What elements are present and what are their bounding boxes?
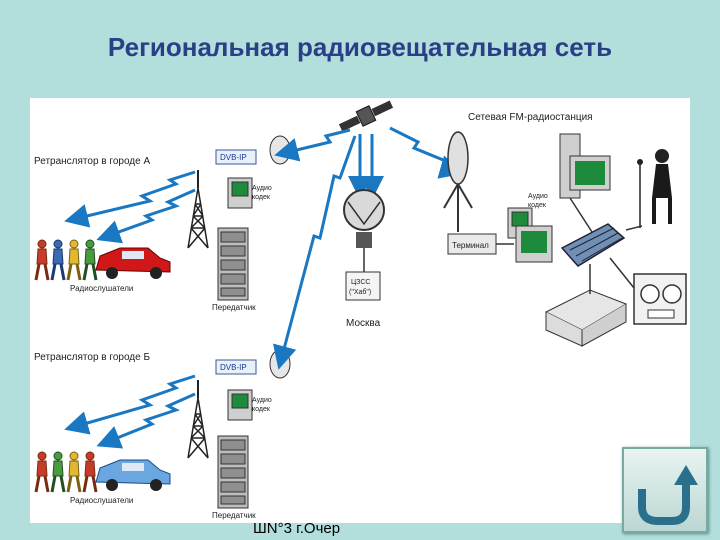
dvb-label-a: DVB-IP xyxy=(220,153,247,162)
dvb-box-a xyxy=(215,149,257,165)
mixing-console-icon xyxy=(560,223,626,267)
audio-codec-b-label2: кодек xyxy=(252,406,271,413)
fm-codec-screen xyxy=(521,231,547,253)
listeners-label-b: Радиослушатели xyxy=(70,496,133,505)
network-diagram: Ретранслятор в городе А Радиослушатели П… xyxy=(34,100,687,520)
slide-title: Региональная радиовещательная сеть xyxy=(107,32,613,62)
footer-text: ШN°3 г.Очер xyxy=(253,520,341,537)
transmitter-a-rack xyxy=(217,227,249,301)
server-pc-icon xyxy=(559,133,611,199)
fm-dish-icon xyxy=(443,131,473,232)
listeners-group-a xyxy=(34,238,98,282)
relay-a-label: Ретранслятор в городе А xyxy=(34,156,150,167)
broadcast-arrows-b xyxy=(64,374,196,449)
fm-codec-label: Аудио xyxy=(528,193,548,200)
listener-icon xyxy=(82,450,98,494)
fm-codec-label2: кодек xyxy=(528,202,547,209)
dvb-box-b xyxy=(215,359,257,375)
listeners-label-a: Радиослушатели xyxy=(70,284,133,293)
satellite-links xyxy=(273,126,464,370)
studio-links xyxy=(569,197,643,294)
dish-a-icon xyxy=(269,135,291,165)
return-button[interactable] xyxy=(622,447,708,533)
listeners-group-b xyxy=(34,450,98,494)
audio-codec-b-pc xyxy=(227,389,253,421)
moscow-label: Москва xyxy=(346,318,381,329)
dvb-label-b: DVB-IP xyxy=(220,363,247,372)
transmitter-b-label: Передатчик xyxy=(212,511,256,520)
listener-icon xyxy=(34,238,50,282)
satellite-icon xyxy=(338,100,394,132)
microphone-speaker-icon xyxy=(637,149,672,228)
audio-codec-a-pc xyxy=(227,177,253,209)
listener-icon xyxy=(82,238,98,282)
terminal-label: Терминал xyxy=(452,241,489,250)
listener-icon xyxy=(50,450,66,494)
hub-label-2: ("Хаб") xyxy=(349,288,371,296)
fm-station-label: Сетевая FM-радиостанция xyxy=(468,112,593,123)
audio-codec-a-label2: кодек xyxy=(252,194,271,201)
cd-player-icon xyxy=(544,289,628,347)
return-arrow-icon xyxy=(638,465,698,525)
audio-codec-a-label: Аудио xyxy=(252,185,272,192)
relay-b-label: Ретранслятор в городе Б xyxy=(34,352,150,363)
hub-label-1: ЦЗСС xyxy=(351,279,370,286)
broadcast-arrows-a xyxy=(64,170,196,244)
hub-box xyxy=(345,271,381,301)
hub-dish-icon xyxy=(343,189,385,248)
diagram-panel: Ретранслятор в городе А Радиослушатели П… xyxy=(30,98,690,523)
tape-recorder-icon xyxy=(633,273,687,325)
car-b-icon xyxy=(95,459,171,491)
audio-codec-b-label: Аудио xyxy=(252,397,272,404)
car-a-icon xyxy=(95,247,171,279)
tower-a-icon xyxy=(187,169,209,249)
listener-icon xyxy=(66,450,82,494)
transmitter-a-label: Передатчик xyxy=(212,303,256,312)
listener-icon xyxy=(66,238,82,282)
listener-icon xyxy=(34,450,50,494)
tower-b-icon xyxy=(187,379,209,459)
transmitter-b-rack xyxy=(217,435,249,509)
listener-icon xyxy=(50,238,66,282)
